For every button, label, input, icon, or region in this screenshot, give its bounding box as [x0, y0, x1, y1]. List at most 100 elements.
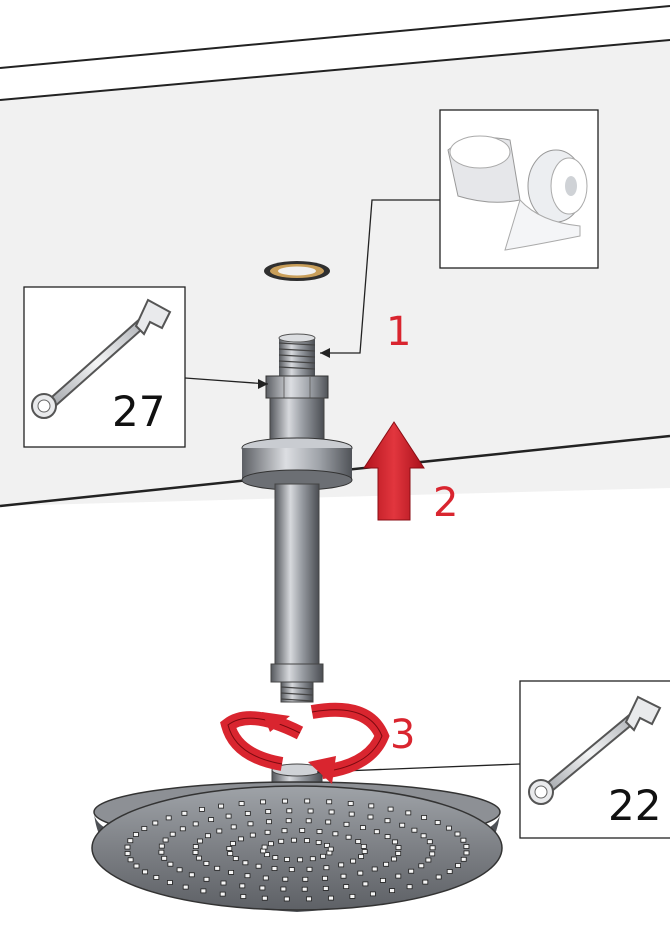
nozzle — [349, 894, 356, 899]
nozzle — [264, 829, 271, 835]
wrench-icon — [528, 695, 662, 805]
nozzle — [306, 866, 313, 872]
nozzle — [379, 878, 386, 883]
nozzle — [188, 872, 195, 878]
nozzle — [288, 867, 295, 872]
wrench-22-size: 22 — [608, 781, 661, 830]
nozzle — [301, 886, 308, 892]
nozzle — [405, 810, 412, 816]
nozzle — [169, 831, 176, 837]
nozzle — [200, 888, 207, 894]
nozzle — [260, 799, 266, 805]
wrench-27-size: 27 — [112, 387, 165, 436]
nozzle — [286, 808, 293, 814]
nozzle — [304, 798, 311, 804]
nozzle — [326, 850, 333, 856]
nozzle — [369, 891, 376, 897]
nozzle — [426, 839, 433, 845]
nozzle — [348, 811, 355, 817]
nozzle — [162, 837, 169, 843]
push-up-arrow-icon — [363, 421, 425, 521]
wrench-icon — [31, 298, 172, 419]
shower-nozzles — [124, 798, 470, 902]
nozzle — [306, 896, 312, 902]
nozzle — [383, 861, 390, 867]
nozzle — [259, 885, 266, 891]
nozzle — [316, 829, 323, 834]
nozzle — [357, 870, 364, 876]
nozzle — [460, 837, 467, 843]
nozzle — [429, 851, 436, 857]
nozzle — [345, 834, 352, 840]
nozzle — [322, 875, 328, 881]
nozzle — [360, 844, 367, 849]
nozzle — [323, 865, 330, 871]
nozzle — [435, 874, 442, 880]
nozzle — [238, 801, 245, 806]
nozzle — [219, 891, 226, 897]
nozzle — [182, 884, 189, 890]
nozzle — [347, 801, 354, 806]
nozzle — [359, 825, 366, 830]
nozzle — [225, 813, 232, 819]
nozzle — [261, 844, 268, 850]
nozzle — [272, 855, 279, 860]
nozzle — [152, 820, 159, 826]
nozzle — [418, 863, 425, 869]
nozzle — [216, 828, 223, 834]
nozzle — [327, 846, 334, 852]
nozzle — [429, 845, 436, 851]
nozzle — [281, 828, 288, 834]
nozzle — [420, 833, 427, 839]
nozzle — [395, 873, 402, 879]
nozzle — [197, 838, 203, 844]
nozzle — [324, 843, 330, 848]
nozzle — [127, 857, 134, 863]
nozzle — [244, 811, 251, 816]
nozzle — [384, 834, 391, 839]
nozzle — [328, 895, 334, 901]
nozzle — [192, 844, 199, 849]
nozzle — [325, 819, 332, 825]
nozzle — [198, 807, 205, 812]
nozzle — [179, 826, 186, 832]
nozzle — [165, 815, 172, 821]
nozzle — [124, 851, 131, 856]
nozzle — [192, 821, 199, 827]
nozzle — [204, 833, 211, 839]
nozzle — [392, 839, 398, 845]
wrench-22-callout: 22 — [316, 680, 670, 839]
nozzle — [141, 826, 148, 831]
tape-callout — [320, 109, 599, 358]
nozzle — [307, 808, 314, 814]
nozzle — [255, 863, 262, 869]
nozzle — [265, 809, 272, 814]
nozzle — [176, 867, 183, 873]
nozzle — [305, 818, 312, 824]
nozzle — [340, 873, 347, 879]
nozzle — [167, 861, 174, 867]
nozzle — [362, 881, 369, 887]
nozzle — [239, 883, 246, 889]
nozzle — [229, 841, 236, 846]
nozzle — [389, 888, 396, 893]
nozzle — [406, 884, 413, 890]
nozzle — [280, 886, 287, 892]
nozzle — [463, 850, 470, 856]
nozzle — [282, 798, 288, 804]
nozzle — [132, 832, 139, 837]
nozzle — [208, 817, 215, 822]
shower-arm — [241, 333, 353, 703]
nozzle — [411, 827, 418, 833]
step-2-number: 2 — [433, 480, 458, 526]
nozzle — [285, 818, 292, 824]
nozzle — [264, 852, 270, 857]
wrench-27-callout: 27 — [23, 286, 269, 448]
nozzle — [247, 821, 254, 827]
nozzle — [261, 895, 268, 901]
nozzle — [181, 810, 188, 816]
nozzle — [218, 803, 225, 809]
nozzle — [232, 856, 239, 861]
nozzle — [343, 821, 350, 827]
nozzle — [361, 849, 368, 854]
